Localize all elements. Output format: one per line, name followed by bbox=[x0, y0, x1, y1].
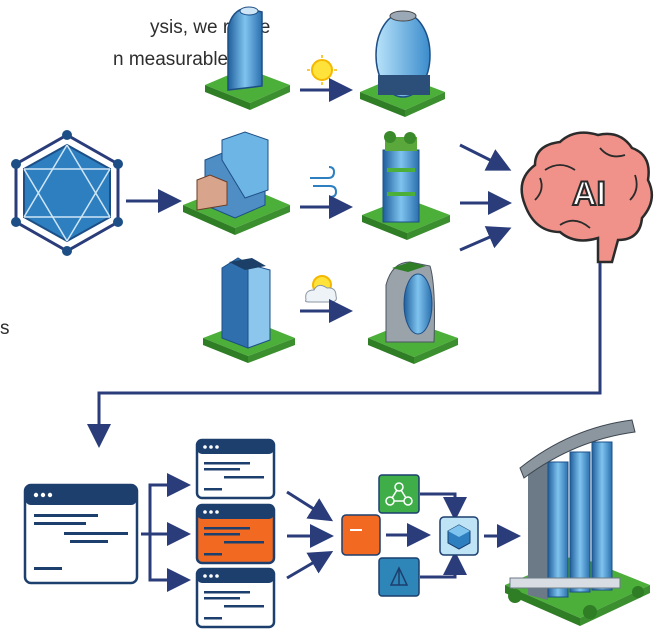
document-window-small-top bbox=[195, 438, 276, 500]
wind-icon bbox=[310, 166, 338, 198]
document-window-small-highlighted bbox=[195, 503, 276, 565]
orange-process-tile bbox=[341, 514, 381, 556]
intro-line-2: n measurable bbox=[113, 49, 229, 70]
hierarchy-icon bbox=[378, 557, 420, 597]
final-building-complex bbox=[505, 419, 650, 626]
arrow-converge-top bbox=[286, 490, 334, 522]
network-nodes-icon bbox=[378, 474, 420, 514]
brain-icon bbox=[520, 131, 654, 264]
arrow-branch-top bbox=[141, 473, 191, 536]
building-bottom-optimized bbox=[368, 261, 458, 364]
arrow-to-ai-bottom bbox=[459, 226, 512, 252]
feedback-connector bbox=[87, 263, 602, 448]
intro-fragment: s bbox=[0, 318, 10, 339]
sun-cloud-icon bbox=[305, 275, 337, 303]
arrow-teal-to-cube bbox=[420, 551, 467, 579]
cube-icon bbox=[439, 516, 479, 556]
document-window-main bbox=[23, 483, 139, 585]
arrow-green-to-cube bbox=[420, 492, 467, 521]
building-middle-original bbox=[183, 131, 290, 235]
document-window-small-bottom bbox=[195, 567, 276, 629]
building-top-original bbox=[205, 6, 290, 110]
hexagon-network-icon bbox=[11, 130, 123, 256]
building-middle-optimized bbox=[362, 131, 450, 240]
sun-icon bbox=[307, 55, 337, 85]
building-bottom-original bbox=[203, 257, 295, 363]
arrow-branch-bottom bbox=[148, 534, 191, 592]
arrow-to-ai-top bbox=[459, 143, 512, 171]
ai-label: AI bbox=[572, 175, 606, 213]
building-top-optimized bbox=[360, 10, 445, 117]
arrow-converge-bottom bbox=[286, 550, 334, 580]
